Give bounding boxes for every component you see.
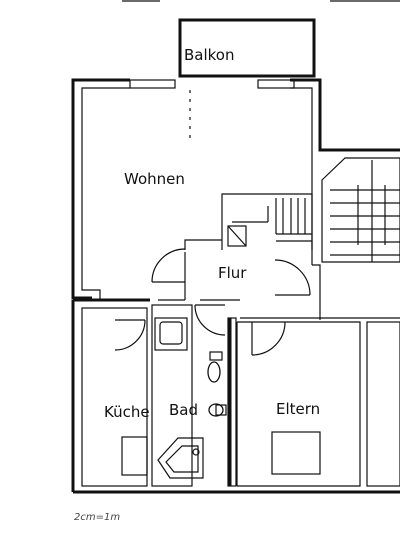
room-label-bath: Bad: [169, 401, 198, 419]
bath-fixtures: [157, 351, 227, 479]
balcony: [178, 18, 316, 78]
parents-room-walls: [236, 317, 400, 487]
room-label-living: Wohnen: [124, 170, 185, 188]
bath-walls: [151, 299, 193, 487]
room-label-hall: Flur: [218, 264, 247, 282]
kitchen-walls: [73, 298, 150, 487]
bath-hall-wall: [227, 317, 237, 487]
staircase-main: [321, 157, 400, 263]
scale-note: 2cm=1m: [74, 512, 120, 523]
room-label-kitchen: Küche: [104, 403, 150, 421]
living-room-walls: [81, 79, 313, 301]
staircase-flur: [221, 193, 313, 250]
hall-walls: [184, 239, 321, 320]
room-label-parents: Eltern: [276, 400, 320, 418]
doors: [114, 248, 311, 356]
outer-walls: [71, 78, 400, 494]
room-label-balcony: Balkon: [184, 46, 235, 64]
